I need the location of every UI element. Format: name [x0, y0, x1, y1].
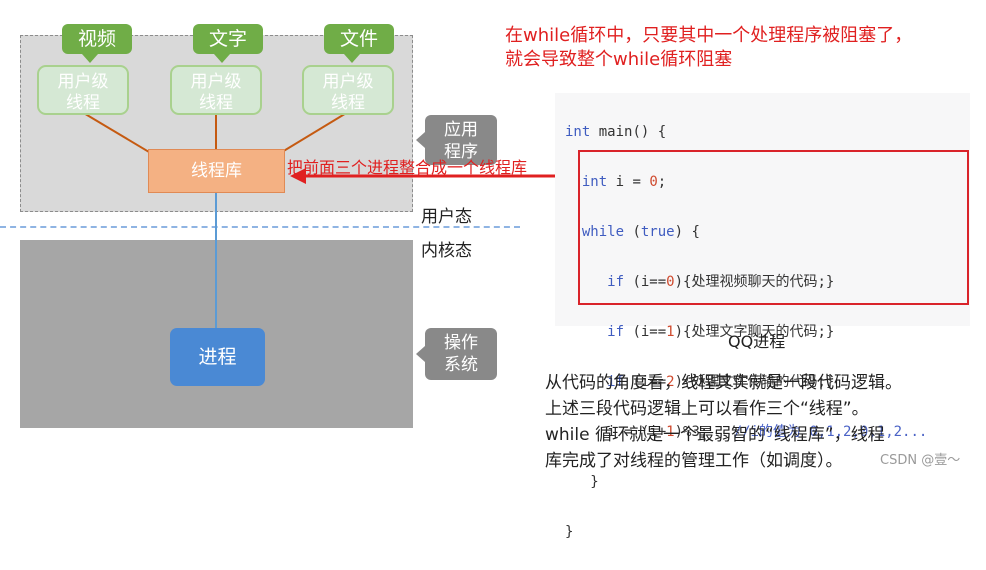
user-thread-label: 用户级	[322, 72, 374, 92]
application-tag: 应用 程序	[425, 115, 497, 165]
annotation-arrow-head	[290, 168, 306, 184]
code-number: 1	[666, 324, 675, 340]
os-tag-pointer	[416, 346, 425, 362]
user-thread-label: 用户级	[190, 72, 242, 92]
code-text: i =	[607, 174, 650, 190]
arrow-annotation-text: 把前面三个进程整合成一个线程库	[287, 158, 528, 177]
blocking-note-line2: 就会导致整个while循环阻塞	[505, 49, 733, 70]
mode-divider-line	[0, 226, 520, 228]
blocking-note: 在while循环中，只要其中一个处理程序被阻塞了， 就会导致整个while循环阻…	[505, 24, 912, 72]
tag-text: 文字	[193, 24, 263, 54]
code-text: main() {	[590, 124, 667, 140]
code-number: 0	[649, 174, 658, 190]
code-text: (i==	[624, 374, 667, 390]
code-number: 2	[666, 374, 675, 390]
code-keyword: int	[565, 124, 591, 140]
code-text: ) {	[674, 224, 700, 240]
explanation-line: while 循环就是一个最弱智的“线程库”，线程	[545, 425, 885, 445]
code-keyword: int	[581, 174, 608, 190]
user-thread-video: 用户级 线程	[37, 65, 129, 115]
code-line-3: while (true) {	[565, 220, 927, 245]
code-text: (i==	[624, 274, 667, 290]
code-text: ){处理文字聊天的代码;}	[674, 324, 835, 340]
code-text: )%3;	[674, 424, 709, 440]
os-tag: 操作 系统	[425, 328, 497, 380]
code-block	[555, 93, 970, 326]
code-number: 1	[666, 424, 675, 440]
code-text: ){处理文件传输的代码;}	[674, 374, 835, 390]
code-number: 0	[666, 274, 675, 290]
tag-text-pointer	[214, 54, 230, 63]
code-text: (i==	[624, 324, 667, 340]
code-lines: int main() { int i = 0; while (true) { i…	[565, 95, 927, 570]
application-tag-pointer	[416, 132, 425, 148]
application-tag-line2: 程序	[444, 142, 478, 162]
process-box: 进程	[170, 328, 265, 386]
code-line-5: if (i==1){处理文字聊天的代码;}	[565, 320, 927, 345]
tag-file-pointer	[344, 54, 360, 63]
kernel-mode-label: 内核态	[421, 241, 472, 261]
code-text: (	[624, 224, 641, 240]
thread-library-box: 线程库	[148, 149, 285, 193]
code-comment: //i的值为 0,1,2,0,1,2...	[733, 424, 928, 440]
user-thread-file: 用户级 线程	[302, 65, 394, 115]
tag-video: 视频	[62, 24, 132, 54]
code-text: }	[590, 474, 599, 490]
tag-video-pointer	[82, 54, 98, 63]
code-line-4: if (i==0){处理视频聊天的代码;}	[565, 270, 927, 295]
code-caption: QQ进程	[728, 332, 786, 351]
explanation-paragraph: 从代码的角度看，线程其实就是一段代码逻辑。 上述三段代码逻辑上可以看作三个“线程…	[545, 370, 902, 474]
user-thread-label: 线程	[331, 93, 365, 113]
code-line-9: }	[565, 520, 927, 545]
user-thread-label: 线程	[199, 93, 233, 113]
blocking-note-line1: 在while循环中，只要其中一个处理程序被阻塞了，	[505, 25, 913, 46]
explanation-line: 从代码的角度看，线程其实就是一段代码逻辑。	[545, 373, 902, 393]
code-line-2: int i = 0;	[565, 170, 927, 195]
code-keyword: if	[607, 374, 625, 390]
while-loop-highlight	[578, 150, 969, 305]
code-text: i = (i+	[607, 424, 667, 440]
explanation-line: 库完成了对线程的管理工作（如调度）。	[545, 451, 843, 471]
code-keyword: true	[640, 224, 675, 240]
watermark: CSDN @壹～	[880, 453, 961, 468]
os-tag-line1: 操作	[444, 333, 478, 353]
user-mode-label: 用户态	[421, 207, 472, 227]
user-thread-label: 线程	[66, 93, 100, 113]
code-keyword: while	[581, 224, 625, 240]
code-keyword: if	[607, 324, 625, 340]
os-tag-line2: 系统	[444, 355, 478, 375]
code-text: ){处理视频聊天的代码;}	[674, 274, 835, 290]
explanation-line: 上述三段代码逻辑上可以看作三个“线程”。	[545, 399, 869, 419]
code-keyword: if	[607, 274, 625, 290]
tag-file: 文件	[324, 24, 394, 54]
user-thread-text: 用户级 线程	[170, 65, 262, 115]
application-tag-line1: 应用	[444, 120, 478, 140]
code-line-1: int main() {	[565, 120, 927, 145]
code-line-7: i = (i+1)%3; //i的值为 0,1,2,0,1,2...	[565, 420, 927, 445]
code-line-6: if (i==2){处理文件传输的代码;}	[565, 370, 927, 395]
code-text: }	[565, 524, 574, 540]
code-text: ;	[657, 174, 667, 190]
user-thread-label: 用户级	[57, 72, 109, 92]
